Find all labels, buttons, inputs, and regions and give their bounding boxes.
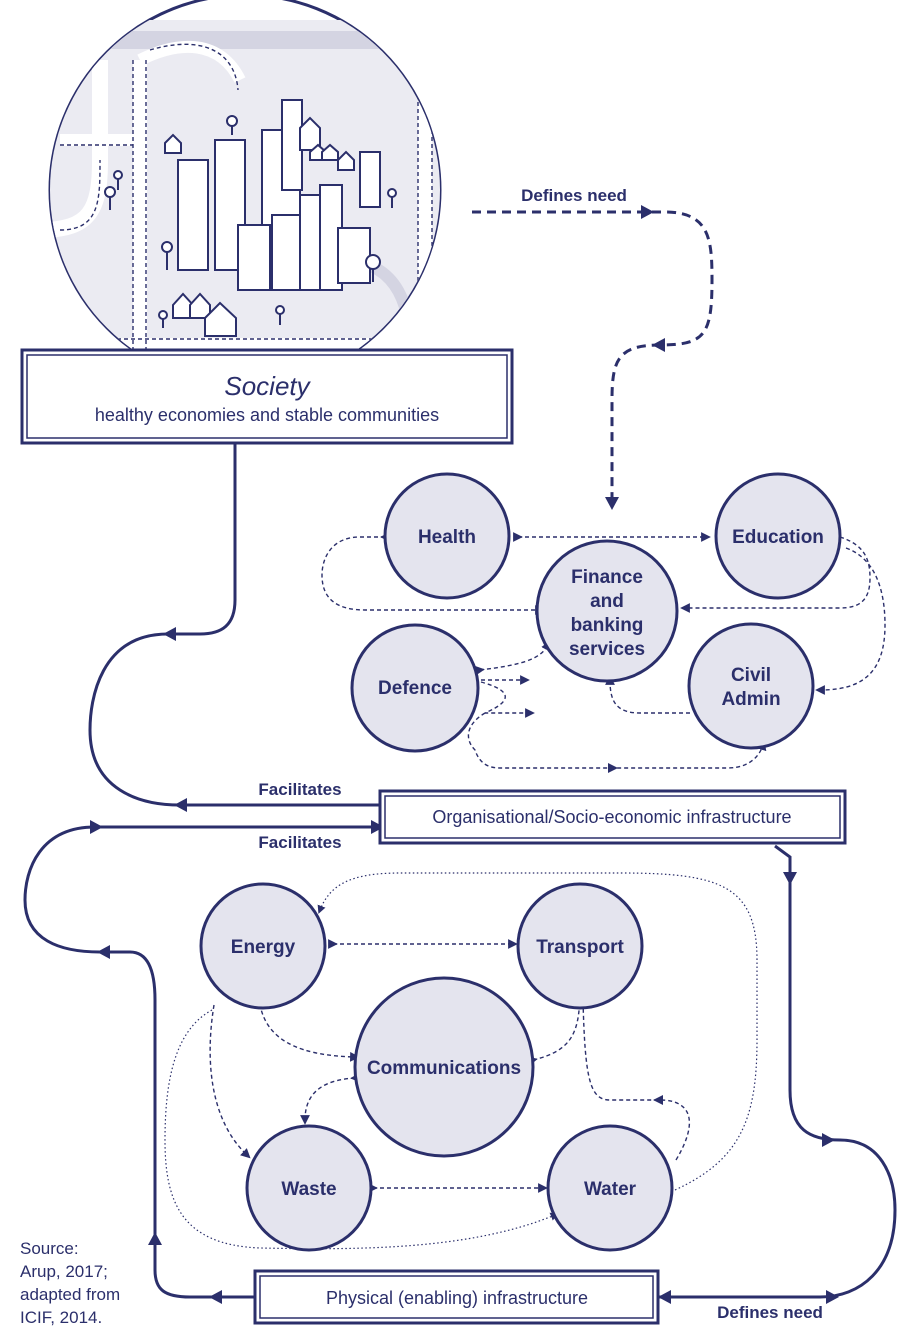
source-line-1: Source: — [20, 1239, 79, 1258]
node-finance-label-2: and — [590, 591, 624, 612]
source-line-4: ICIF, 2014. — [20, 1308, 102, 1327]
node-education: Education — [714, 472, 842, 600]
node-finance-label-1: Finance — [571, 567, 643, 588]
node-finance: Finance and banking services — [535, 539, 679, 683]
node-finance-label-3: banking — [571, 615, 644, 636]
node-transport: Transport — [516, 882, 644, 1010]
node-civil-admin: Civil Admin — [687, 622, 815, 750]
facilitates-upper-label: Facilitates — [258, 780, 341, 799]
node-water: Water — [546, 1124, 674, 1252]
node-waste: Waste — [245, 1124, 373, 1252]
node-civil-admin-label-1: Civil — [731, 665, 771, 686]
node-communications-label: Communications — [367, 1058, 521, 1079]
facilitates-lower-label: Facilitates — [258, 833, 341, 852]
source-line-3: adapted from — [20, 1285, 120, 1304]
defines-need-top-connector — [472, 205, 714, 510]
node-civil-admin-label-2: Admin — [721, 689, 780, 710]
defines-need-bottom-label: Defines need — [717, 1303, 823, 1322]
node-waste-label: Waste — [281, 1179, 336, 1200]
node-defence: Defence — [350, 623, 480, 753]
physical-box: Physical (enabling) infrastructure — [253, 1269, 660, 1325]
node-education-label: Education — [732, 527, 824, 548]
organisational-links — [321, 532, 886, 773]
node-health-label: Health — [418, 527, 476, 548]
node-energy-label: Energy — [231, 937, 296, 958]
society-subtitle: healthy economies and stable communities — [95, 405, 439, 425]
society-city-illustration — [48, 0, 442, 387]
defines-need-top-label: Defines need — [521, 186, 627, 205]
source-note: Source: Arup, 2017; adapted from ICIF, 2… — [20, 1239, 120, 1327]
organisational-box: Organisational/Socio-economic infrastruc… — [378, 789, 847, 845]
society-box: Society healthy economies and stable com… — [20, 348, 514, 445]
facilitates-connectors — [23, 443, 384, 1304]
node-communications: Communications — [353, 976, 535, 1158]
society-title: Society — [224, 371, 311, 401]
node-energy: Energy — [199, 882, 327, 1010]
node-finance-label-4: services — [569, 639, 645, 660]
organisational-label: Organisational/Socio-economic infrastruc… — [432, 807, 791, 827]
physical-label: Physical (enabling) infrastructure — [326, 1288, 588, 1308]
node-water-label: Water — [584, 1179, 637, 1200]
source-line-2: Arup, 2017; — [20, 1262, 108, 1281]
node-transport-label: Transport — [536, 937, 624, 958]
physical-outer-loop — [164, 872, 758, 1250]
node-defence-label: Defence — [378, 678, 452, 699]
node-health: Health — [383, 472, 511, 600]
defines-need-bottom-connector — [658, 844, 897, 1304]
